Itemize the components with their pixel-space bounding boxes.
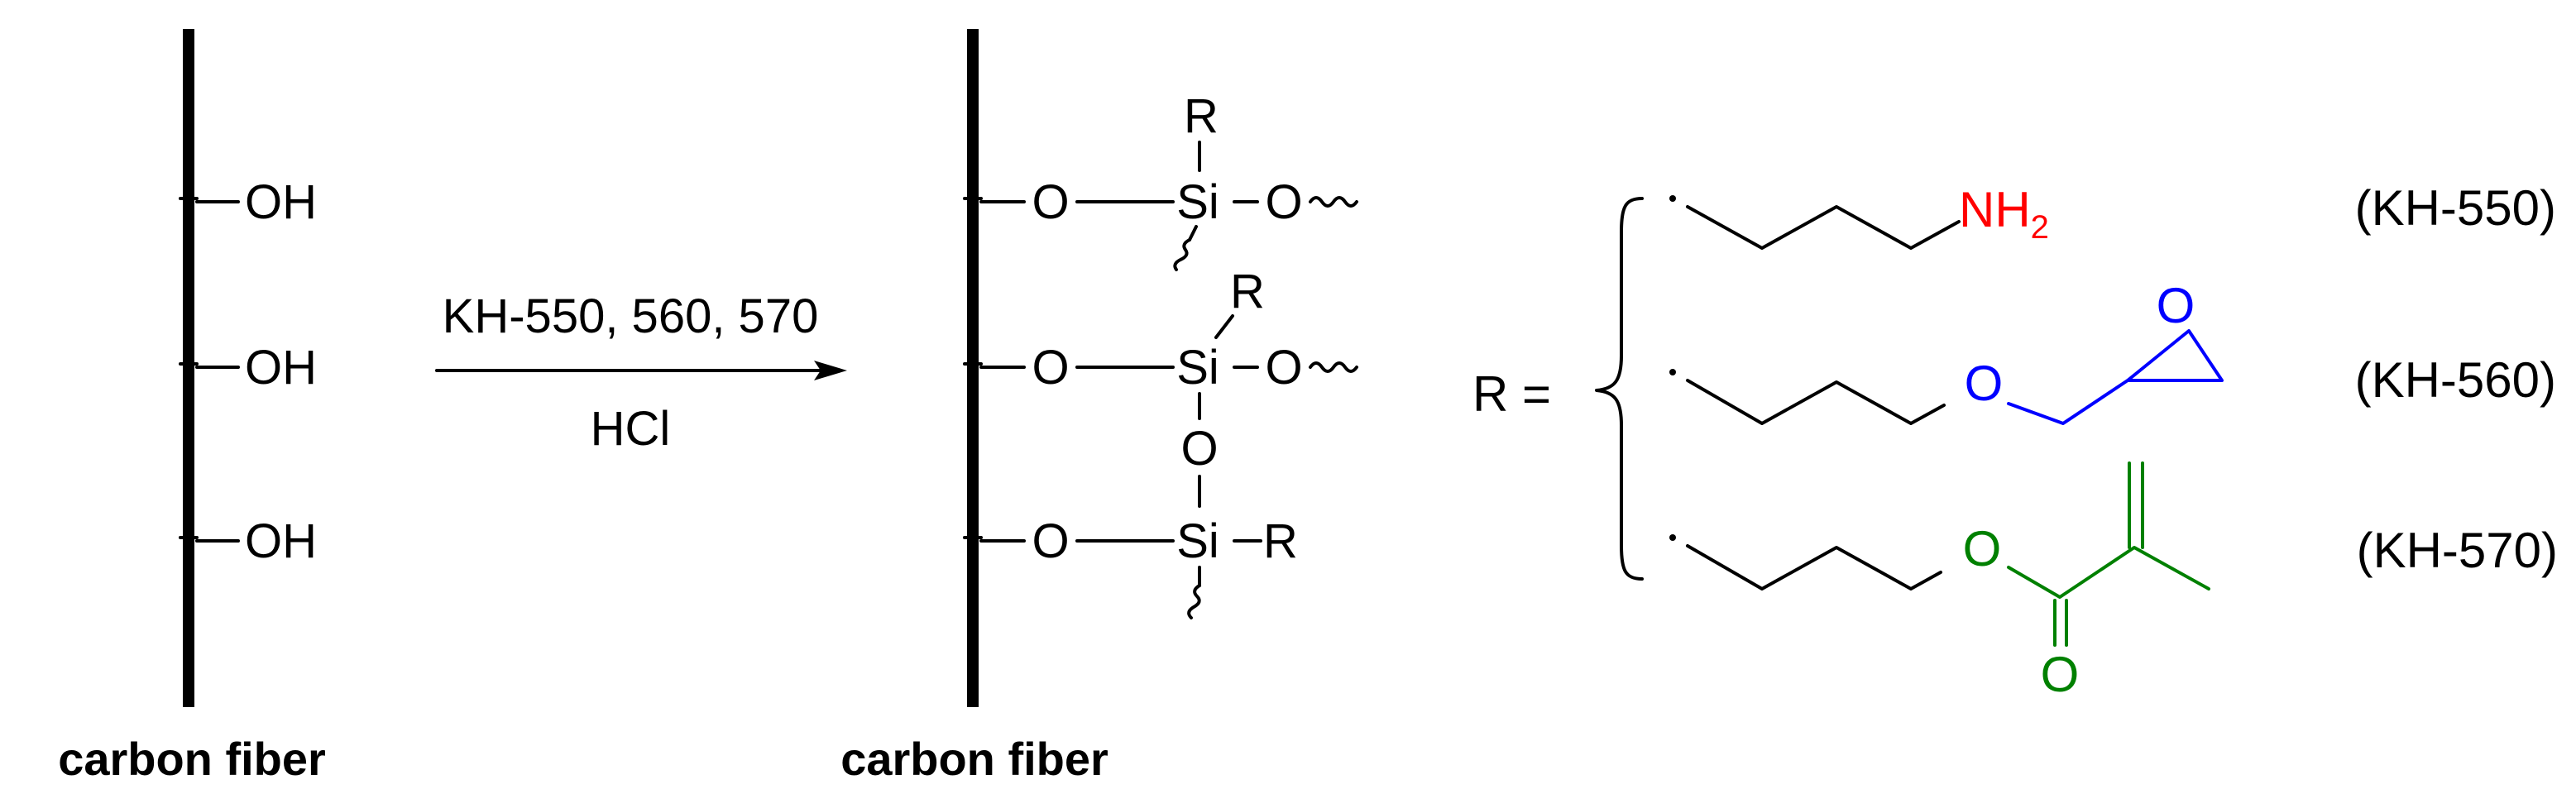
oxygen-atom: O [1265,175,1302,229]
catalyst-label: HCl [591,402,671,456]
si-r-bond [1214,314,1234,339]
hydroxyl-group: OH [245,341,317,394]
wavy-bond [1187,584,1201,619]
kh570-structure: O O (KH-570) [1669,461,2558,702]
methacrylate-chain [2007,546,2210,599]
amine-text: NH [1959,182,2031,237]
propyl-chain [1686,544,1942,590]
epoxide-oxygen: O [2157,278,2195,333]
reagents-label: KH-550, 560, 570 [443,289,819,343]
r-group: R [1230,265,1265,318]
hydroxyl-group: OH [245,514,317,568]
kh560-structure: O O (KH-560) [1669,278,2556,425]
silicon-atom: Si [1176,175,1219,229]
propyl-chain [1686,205,1961,250]
oxygen-atom: O [1032,341,1069,394]
amine-group: NH2 [1959,182,2049,246]
attachment-point [1669,534,1676,541]
untreated-carbon-fiber: OH OH OH carbon fiber [58,29,326,785]
oxygen-atom: O [1265,341,1302,394]
epoxide-ring [2126,329,2224,382]
curly-brace [1595,197,1644,581]
r-equals: R = [1472,366,1551,422]
caption-carbon-fiber-right: carbon fiber [840,733,1108,785]
reaction-arrow: KH-550, 560, 570 HCl [435,289,847,456]
caption-carbon-fiber-left: carbon fiber [58,733,326,785]
wavy-bond [1173,238,1191,271]
hydroxyl-group: OH [245,175,317,229]
label-kh-570: (KH-570) [2357,523,2558,578]
wavy-bond [1309,196,1358,208]
kh550-structure: NH2 (KH-550) [1669,180,2556,250]
silicon-atom: Si [1176,514,1219,568]
attachment-point [1669,195,1676,202]
label-kh-550: (KH-550) [2355,180,2556,236]
si-down-bond [1188,225,1198,241]
oxygen-atom: O [1032,514,1069,568]
oxygen-atom: O [1032,175,1069,229]
silicon-atom: Si [1176,341,1219,394]
treated-carbon-fiber: O Si R O O Si R O O O Si R carbon fiber [840,29,1358,785]
ester-oxygen: O [1963,521,2002,576]
propyl-chain [1686,379,1946,425]
r-group-definition: R = NH2 (KH-550) O O (KH-560) O [1472,180,2558,702]
amine-subscript: 2 [2031,209,2049,246]
ether-oxygen: O [1965,356,2004,411]
bridging-oxygen-atom: O [1180,422,1218,476]
carbonyl-oxygen: O [2041,647,2080,702]
glycidyl-linker [2007,379,2129,425]
r-group: R [1184,89,1219,143]
r-group: R [1263,514,1298,568]
arrow-head [814,361,847,380]
label-kh-560: (KH-560) [2355,352,2556,408]
wavy-bond [1309,361,1358,373]
attachment-point [1669,369,1676,375]
